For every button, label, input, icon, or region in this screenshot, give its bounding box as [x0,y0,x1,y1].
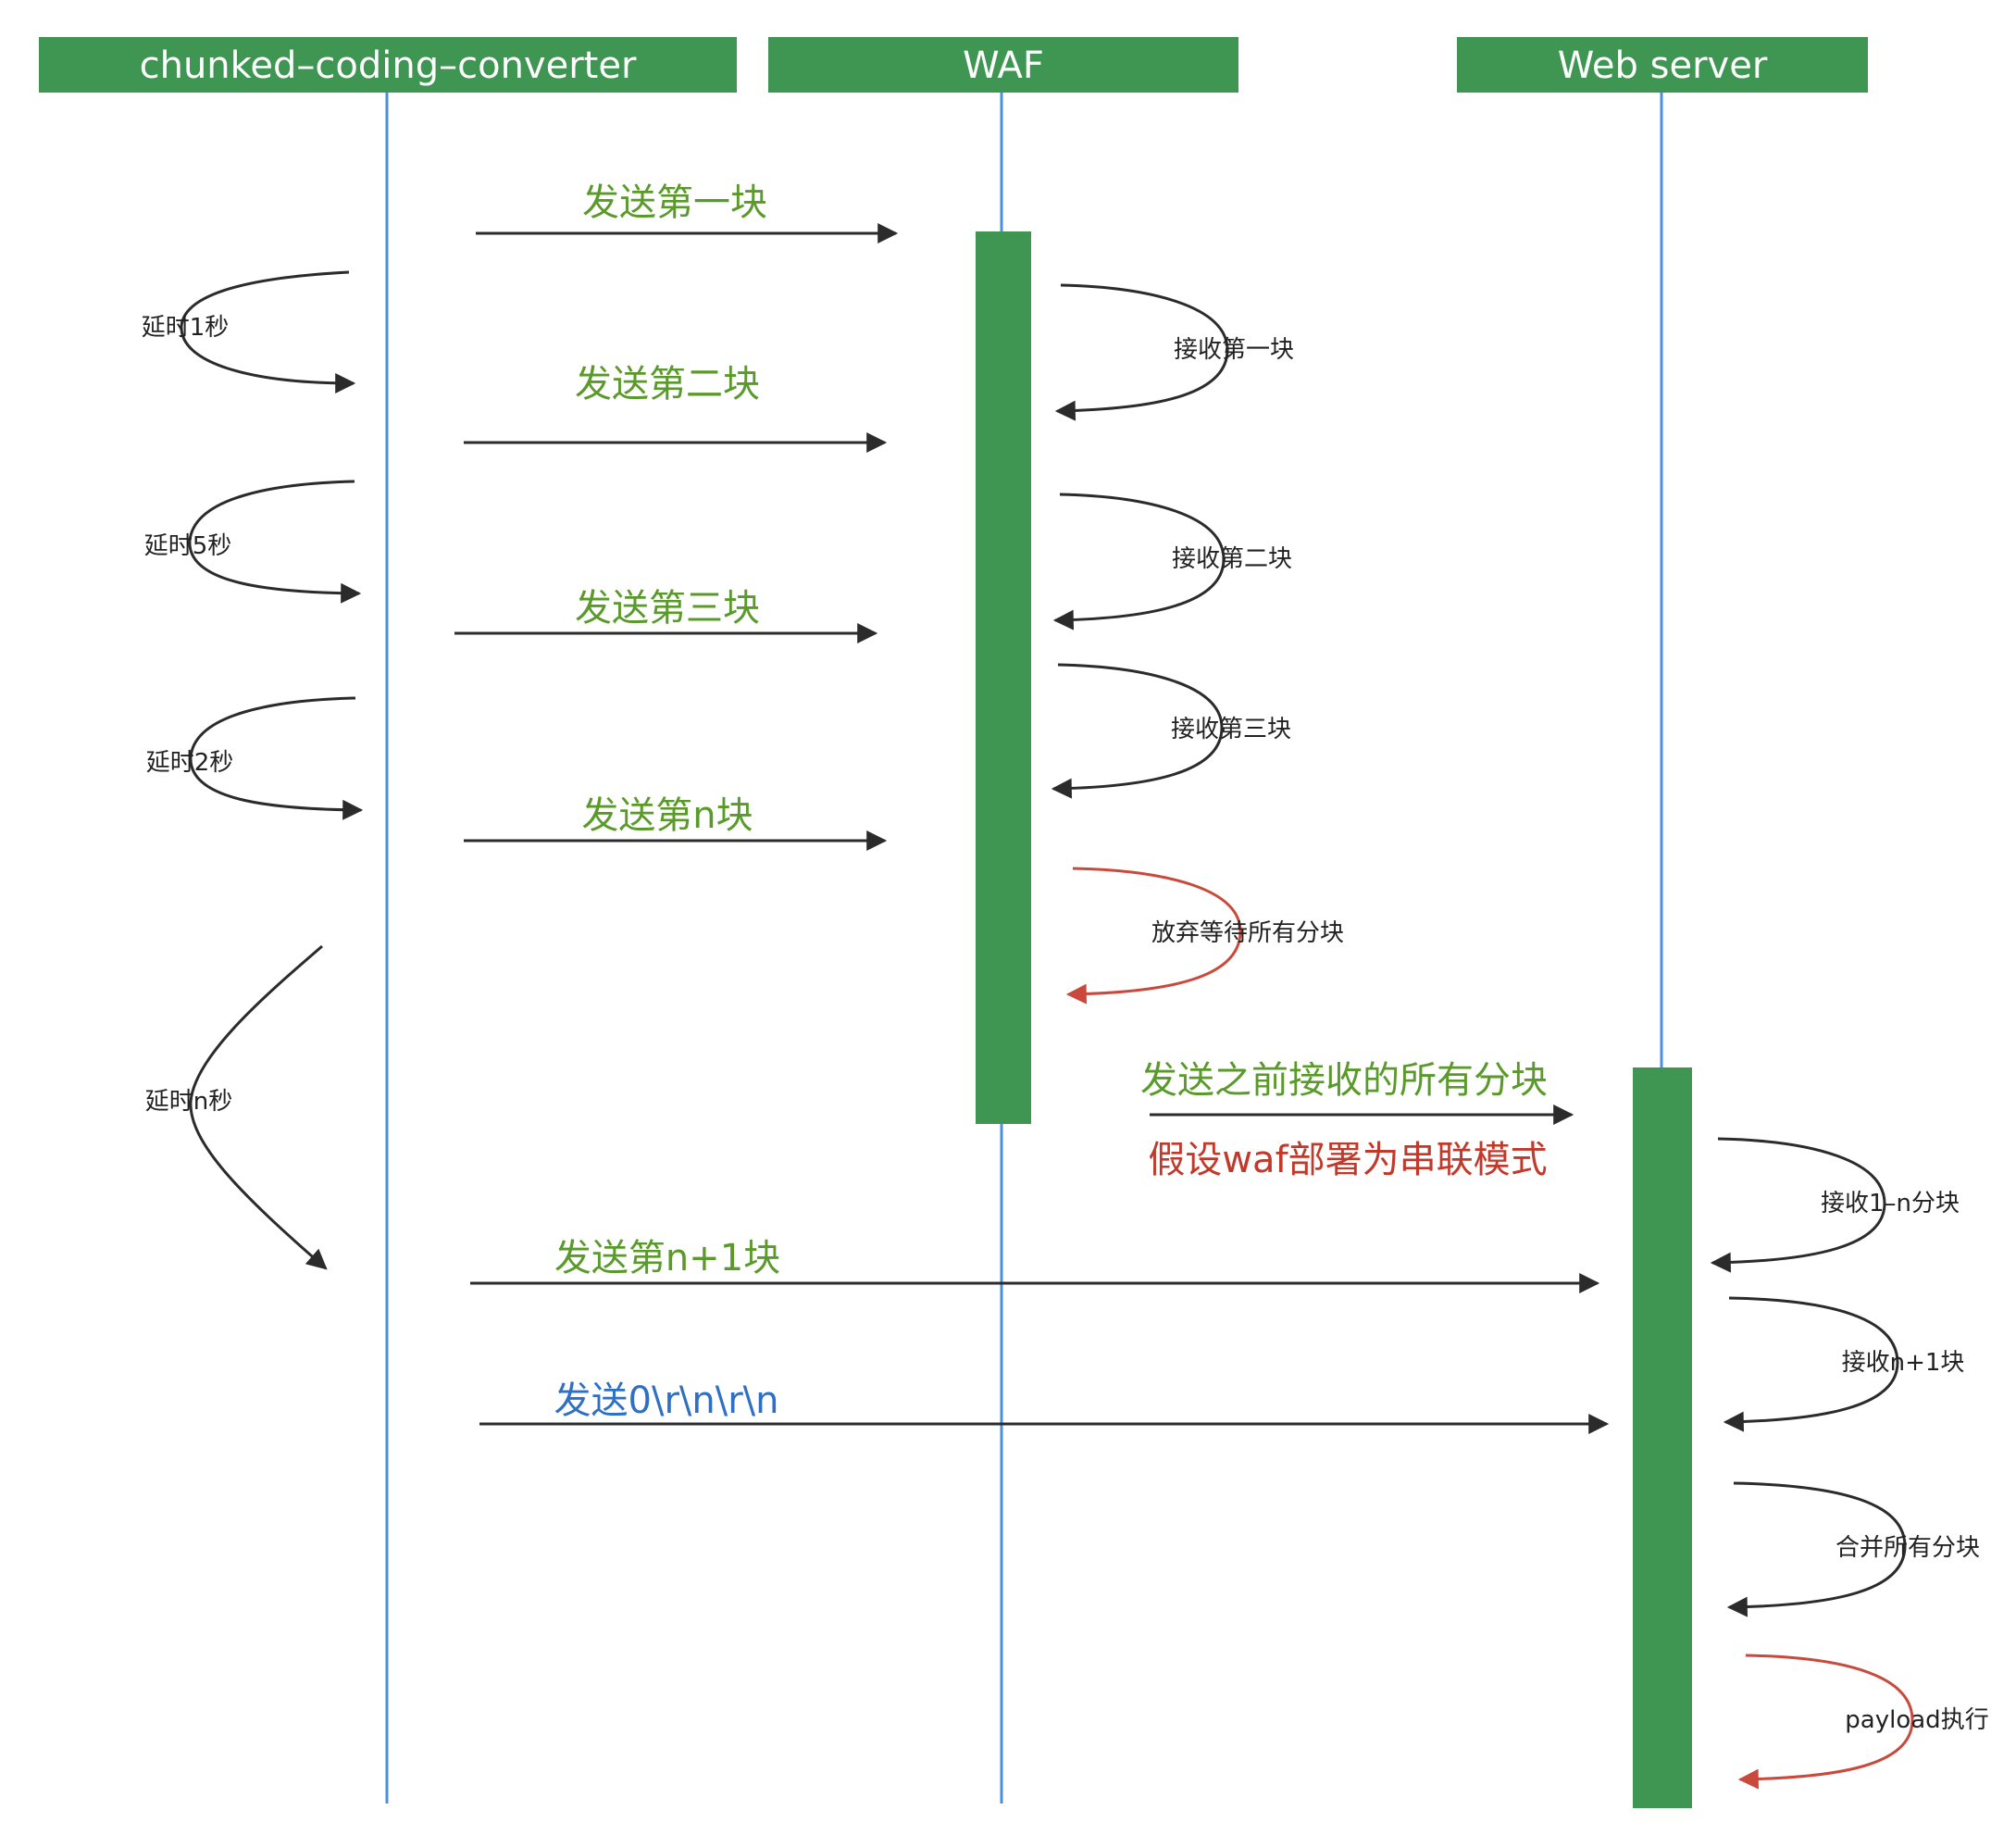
msg-send-n-label: 发送第n块 [581,794,753,837]
server-recv-1-n-label: 接收1–n分块 [1821,1190,1960,1217]
participant-waf-label: WAF [963,44,1044,87]
waf-recv-first-loop [1054,283,1229,421]
participant-converter-label: chunked–coding–converter [140,44,637,87]
server-merge-label: 合并所有分块 [1836,1534,1980,1562]
waf-give-up-label: 放弃等待所有分块 [1151,919,1344,947]
participant-web-server: Web server [1457,37,1868,93]
server-payload-exec-label: payload执行 [1845,1706,1988,1734]
participant-waf: WAF [768,37,1238,93]
msg-send-third-label: 发送第三块 [575,587,760,630]
waf-recv-third-label: 接收第三块 [1171,716,1291,743]
participant-converter-box [39,37,737,93]
msg-send-n-plus-1-label: 发送第n+1块 [554,1237,780,1280]
delay-5-loop [188,480,362,604]
server-payload-exec-loop [1737,1654,1914,1790]
msg-send-second-label: 发送第二块 [575,363,760,406]
waf-recv-second-loop [1052,493,1226,630]
waf-give-up-loop [1065,867,1242,1005]
delay-2-label: 延时2秒 [146,749,234,777]
server-recv-1-n-loop [1710,1137,1886,1273]
delay-5-label: 延时5秒 [144,532,232,560]
web-server-activation-bar [1633,1067,1692,1808]
msg-send-all-label: 发送之前接收的所有分块 [1140,1059,1548,1102]
delay-n-curve [189,944,328,1270]
participant-converter: chunked–coding–converter [39,37,737,93]
waf-activation-bar [976,231,1031,1124]
server-recv-n-plus-1-label: 接收n+1块 [1842,1349,1965,1377]
delay-1-loop [180,270,356,393]
participant-web-server-label: Web server [1558,44,1768,87]
server-recv-n-plus-1-loop [1723,1296,1899,1432]
delay-2-loop [189,696,364,820]
delay-n-label: 延时n秒 [145,1088,232,1116]
serial-mode-note: 假设waf部署为串联模式 [1148,1139,1547,1181]
msg-send-terminator-label: 发送0\r\n\r\n [554,1379,779,1422]
msg-send-first-label: 发送第一块 [582,181,767,224]
server-merge-loop [1726,1481,1907,1617]
delay-1-label: 延时1秒 [142,314,230,342]
participant-waf-box [768,37,1238,93]
waf-recv-second-label: 接收第二块 [1172,545,1292,573]
participant-web-server-box [1457,37,1868,93]
waf-recv-first-label: 接收第一块 [1174,336,1294,364]
waf-recv-third-loop [1051,663,1224,799]
